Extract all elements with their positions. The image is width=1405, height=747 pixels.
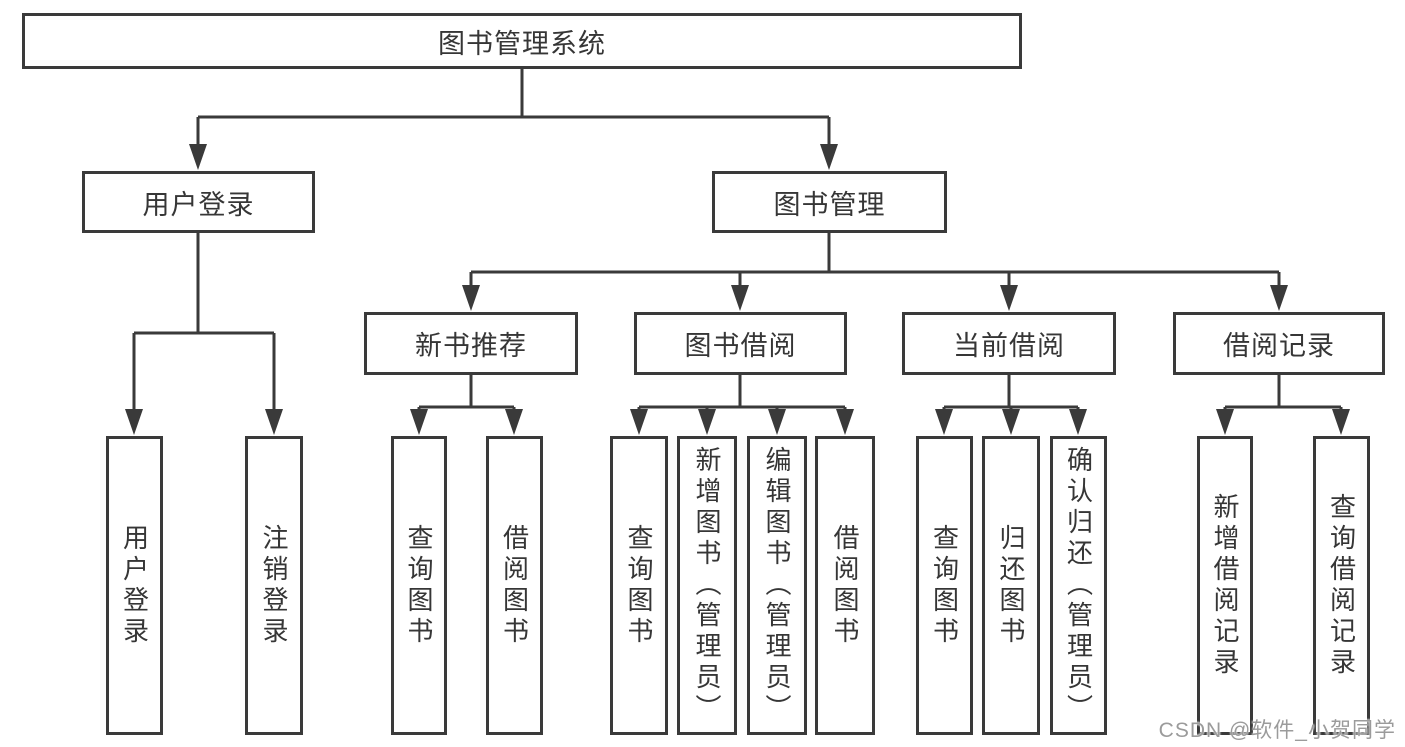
node-label: 图书借阅 <box>684 331 797 361</box>
node-current-borrowing: 当前借阅 <box>902 312 1116 375</box>
leaf-borrow-books: 借阅图书 <box>815 436 875 735</box>
leaf-label: 查询图书 <box>404 523 434 648</box>
node-label: 图书管理 <box>773 189 886 220</box>
leaf-label: 查询借阅记录 <box>1326 492 1357 679</box>
leaf-logout: 注销登录 <box>245 436 303 735</box>
leaf-label: 编辑图书（管理员） <box>762 446 792 725</box>
leaf-borrow-books-recommend: 借阅图书 <box>486 436 543 735</box>
leaf-confirm-return-admin: 确认归还（管理员） <box>1050 436 1107 735</box>
leaf-label: 确认归还（管理员） <box>1063 446 1094 725</box>
node-label: 借阅记录 <box>1223 331 1335 361</box>
leaf-label: 借阅图书 <box>499 523 530 648</box>
leaf-label: 查询图书 <box>929 523 960 648</box>
leaf-query-books-borrowing: 查询图书 <box>610 436 668 735</box>
node-label: 用户登录 <box>142 189 255 220</box>
node-user-login: 用户登录 <box>82 171 315 233</box>
node-new-book-recommend: 新书推荐 <box>364 312 578 375</box>
leaf-user-login: 用户登录 <box>106 436 163 735</box>
leaf-label: 新增图书（管理员） <box>692 446 722 725</box>
leaf-label: 注销登录 <box>259 523 289 648</box>
node-borrowing-records: 借阅记录 <box>1173 312 1385 375</box>
leaf-label: 新增借阅记录 <box>1210 492 1240 679</box>
node-label: 当前借阅 <box>953 331 1065 361</box>
leaf-label: 查询图书 <box>624 523 654 648</box>
node-label: 新书推荐 <box>415 331 527 361</box>
leaf-edit-book-admin: 编辑图书（管理员） <box>747 436 807 735</box>
csdn-watermark: CSDN @软件_小贺同学 <box>1158 719 1396 742</box>
leaf-add-borrow-record: 新增借阅记录 <box>1197 436 1253 735</box>
node-label: 图书管理系统 <box>438 28 606 59</box>
leaf-query-books-current: 查询图书 <box>916 436 973 735</box>
leaf-return-books: 归还图书 <box>982 436 1040 735</box>
leaf-label: 用户登录 <box>119 523 150 648</box>
leaf-add-book-admin: 新增图书（管理员） <box>677 436 737 735</box>
leaf-label: 借阅图书 <box>830 523 860 648</box>
leaf-label: 归还图书 <box>996 523 1026 648</box>
node-book-borrowing: 图书借阅 <box>634 312 847 375</box>
node-book-management: 图书管理 <box>712 171 947 233</box>
leaf-query-books-recommend: 查询图书 <box>391 436 447 735</box>
leaf-query-borrow-record: 查询借阅记录 <box>1313 436 1370 735</box>
node-library-management-system: 图书管理系统 <box>22 13 1022 69</box>
